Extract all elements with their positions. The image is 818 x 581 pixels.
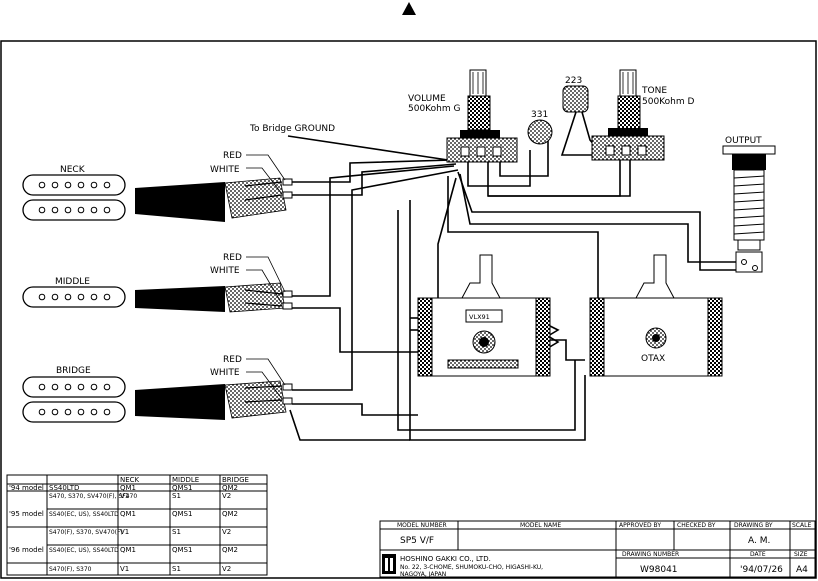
- checked-by-header: CHECKED BY: [677, 522, 716, 529]
- size-value: A4: [796, 565, 808, 575]
- approved-by-header: APPROVED BY: [619, 522, 661, 529]
- middle-red-label: RED: [223, 253, 242, 263]
- table-bridge-cell: QM2: [222, 510, 238, 518]
- neck-label: NECK: [60, 165, 86, 175]
- table-middle-cell: QMS1: [172, 484, 192, 492]
- switch-otax: OTAX: [589, 254, 723, 377]
- cap-331-label: 331: [531, 110, 548, 120]
- table-models: S470(F), S370, SV470(F): [49, 529, 123, 536]
- pickup-table: NECK MIDDLE BRIDGE '94 model SS40LTD QM1…: [6, 474, 268, 576]
- bridge-white-label: WHITE: [210, 368, 240, 378]
- company-logo: [382, 554, 396, 574]
- table-bridge-cell: V2: [222, 492, 231, 500]
- volume-label: VOLUME: [408, 94, 446, 104]
- tone-label: TONE: [641, 86, 667, 96]
- table-models: SS40(EC, US), SS40LTD: [49, 547, 119, 554]
- table-header-bridge: BRIDGE: [222, 476, 249, 484]
- table-header-neck: NECK: [120, 476, 140, 484]
- table-bridge-cell: QM2: [222, 484, 238, 492]
- table-year: '95 model: [9, 510, 44, 518]
- table-middle-cell: QMS1: [172, 510, 192, 518]
- bridge-ground-label: To Bridge GROUND: [249, 124, 335, 134]
- table-middle-cell: S1: [172, 565, 181, 573]
- model-number-value: SP5 V/F: [400, 536, 434, 546]
- table-models: SS40LTD: [49, 484, 79, 492]
- table-year: '94 model: [9, 484, 44, 492]
- company-address-line2: NAGOYA, JAPAN: [400, 571, 446, 578]
- switch-vlx91: VLX91: [417, 254, 551, 377]
- bridge-red-label: RED: [223, 355, 242, 365]
- drawing-number-header: DRAWING NUMBER: [622, 551, 679, 558]
- output-jack: OUTPUT: [722, 136, 776, 273]
- date-header: DATE: [750, 551, 766, 558]
- table-neck-cell: V1: [120, 565, 129, 573]
- capacitor-331: 331: [527, 110, 553, 145]
- volume-pot: VOLUME 500Kohm G: [408, 69, 518, 163]
- size-header: SIZE: [794, 551, 808, 558]
- middle-white-label: WHITE: [210, 266, 240, 276]
- drawing-number-value: W98041: [640, 565, 678, 575]
- volume-value-label: 500Kohm G: [408, 104, 460, 114]
- model-number-header: MODEL NUMBER: [397, 522, 447, 529]
- output-label: OUTPUT: [725, 136, 762, 146]
- drawing-by-header: DRAWING BY: [734, 522, 773, 529]
- capacitor-223: 223: [562, 76, 589, 113]
- table-middle-cell: S1: [172, 492, 181, 500]
- switch-vlx91-label: VLX91: [469, 313, 490, 321]
- neck-pickup: NECK RED WHITE: [22, 151, 293, 222]
- bridge-label: BRIDGE: [56, 366, 91, 376]
- table-neck-cell: QM1: [120, 484, 136, 492]
- table-header-middle: MIDDLE: [172, 476, 199, 484]
- table-middle-cell: S1: [172, 528, 181, 536]
- table-middle-cell: QMS1: [172, 546, 192, 554]
- model-name-header: MODEL NAME: [520, 522, 561, 529]
- table-bridge-cell: V2: [222, 528, 231, 536]
- table-neck-cell: V1: [120, 528, 129, 536]
- tone-pot: TONE 500Kohm D: [591, 69, 694, 161]
- orientation-arrow-icon: [402, 2, 416, 15]
- table-year: '96 model: [9, 546, 44, 554]
- neck-white-label: WHITE: [210, 165, 240, 175]
- table-neck-cell: QM1: [120, 546, 136, 554]
- table-bridge-cell: QM2: [222, 546, 238, 554]
- table-neck-cell: QM1: [120, 510, 136, 518]
- drawing-frame: [0, 40, 817, 579]
- middle-label: MIDDLE: [55, 277, 90, 287]
- table-models: SS40(EC, US), SS40LTD: [49, 511, 119, 518]
- middle-pickup: MIDDLE RED WHITE: [22, 253, 293, 313]
- drawing-by-value: A. M.: [748, 536, 770, 546]
- scale-header: SCALE: [792, 522, 811, 529]
- title-block: MODEL NUMBER MODEL NAME APPROVED BY CHEC…: [379, 520, 816, 578]
- table-neck-cell: V1: [120, 492, 129, 500]
- neck-red-label: RED: [223, 151, 242, 161]
- company-name: HOSHINO GAKKI CO., LTD.: [400, 555, 491, 563]
- company-address-line1: No. 22, 3-CHOME, SHUMOKU-CHO, HIGASHI-KU…: [400, 564, 543, 571]
- tone-value-label: 500Kohm D: [642, 97, 694, 107]
- bridge-pickup: BRIDGE RED WHITE: [22, 355, 293, 423]
- cap-223-label: 223: [565, 76, 582, 86]
- switch-otax-label: OTAX: [641, 354, 665, 364]
- table-bridge-cell: V2: [222, 565, 231, 573]
- table-models: S470(F), S370: [49, 566, 92, 573]
- table-models: S470, S370, SV470(F), SF470: [49, 493, 137, 500]
- date-value: '94/07/26: [740, 565, 783, 575]
